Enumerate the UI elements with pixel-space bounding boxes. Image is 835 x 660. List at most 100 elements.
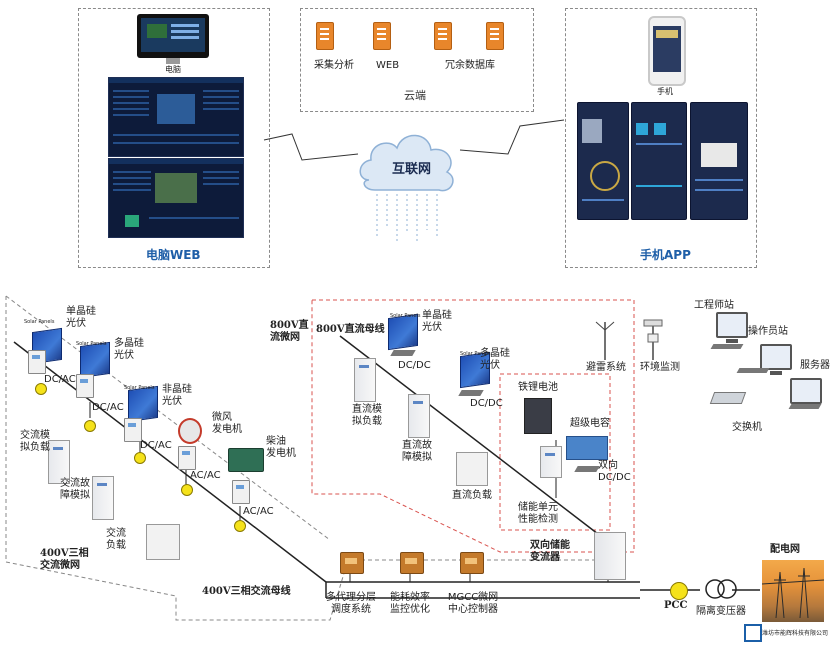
cloud-title: 云端 [404, 89, 426, 102]
lightning-label: 避雷系统 [586, 362, 626, 373]
web-group-box [78, 8, 270, 268]
app-screenshot-3 [690, 102, 748, 220]
dcdc-converter-icon-2 [458, 390, 484, 396]
transformer-icon [705, 579, 737, 599]
dc-fault-cabinet-icon [408, 394, 430, 438]
acac-label-2: AC/AC [243, 506, 274, 517]
phone-label: 手机 [657, 87, 673, 96]
dc-multi-pv-label: 多晶硅 光伏 [480, 348, 510, 371]
ac-sim-load-label: 交流模 拟负载 [20, 430, 50, 453]
collection-server-icon [316, 22, 334, 50]
efficiency-controller-icon [400, 552, 424, 574]
dc-load-label: 直流负载 [452, 490, 492, 501]
env-monitor-icon [643, 319, 663, 360]
dc-grid-title: 800V直 流微网 [270, 320, 309, 343]
dcdc-label-1: DC/DC [398, 360, 431, 371]
ac-fault-cabinet-icon [92, 476, 114, 520]
grid-label: 配电网 [770, 544, 800, 555]
monitor-stand [166, 58, 180, 64]
dcac-inverter-icon-1 [28, 350, 46, 374]
env-label: 环境监测 [640, 362, 680, 373]
app-title: 手机APP [640, 248, 691, 262]
lightning-rod-icon [595, 321, 615, 360]
dispatch-label: 多代理分层 调度系统 [326, 592, 376, 615]
efficiency-label: 能耗效率 监控优化 [390, 592, 430, 615]
acac-converter-icon-2 [232, 480, 250, 504]
database-server-icon-2 [486, 22, 504, 50]
engineer-station-icon [716, 312, 748, 343]
ac-node-3 [134, 452, 146, 464]
diesel-label: 柴油 发电机 [266, 436, 296, 459]
transformer-label: 隔离变压器 [696, 606, 746, 617]
dcdc-label-2: DC/DC [470, 398, 503, 409]
dc-sim-load-cabinet-icon [354, 358, 376, 402]
ac-fault-label: 交流故 障模拟 [60, 478, 90, 501]
ac-node-4 [181, 484, 193, 496]
dc-bus-label: 800V直流母线 [316, 324, 385, 335]
bidir-dcdc-label: 双向 DC/DC [598, 460, 631, 483]
ac-bus-label: 400V三相交流母线 [202, 586, 291, 597]
database-server-icon-1 [434, 22, 452, 50]
supercap-icon [566, 436, 608, 460]
panel-caption-5: Solar Panels [460, 351, 491, 357]
dc-fault-label: 直流故 障模拟 [402, 440, 432, 463]
cloud-group-box [300, 8, 534, 112]
eng-station-label: 工程师站 [694, 300, 734, 311]
mgcc-controller-icon [460, 552, 484, 574]
web-dashboard-screenshot-1 [108, 77, 244, 157]
network-switch-icon [709, 392, 747, 404]
li-battery-rack-icon [524, 398, 552, 434]
dc-microgrid-boundary [311, 299, 635, 553]
dcac-label-3: DC/AC [140, 440, 172, 451]
app-group-box [565, 8, 757, 268]
dispatch-controller-icon [340, 552, 364, 574]
diesel-generator-icon [228, 448, 264, 472]
smartphone-icon [648, 16, 686, 86]
ac-load-label: 交流 负载 [106, 528, 126, 551]
mgcc-label: MGCC微网 中心控制器 [447, 592, 499, 615]
cloud-item-database: 冗余数据库 [445, 60, 495, 71]
app-connection-line [459, 119, 565, 155]
web-title: 电脑WEB [146, 248, 201, 262]
ac-node-2 [84, 420, 96, 432]
company-label: 潍坊市能辉科技有限公司 [762, 630, 829, 637]
switch-label: 交换机 [732, 422, 762, 433]
storage-test-cabinet-icon [540, 446, 562, 478]
dcac-label-2: DC/AC [92, 402, 124, 413]
ac-node-5 [234, 520, 246, 532]
ac-amorphous-pv-label: 非晶硅 光伏 [162, 384, 192, 407]
panel-caption-4: Solar Panels [390, 313, 421, 319]
pcs-cabinet-icon [594, 532, 626, 580]
bidir-dcdc-icon [574, 466, 600, 472]
wind-turbine-icon [178, 418, 202, 444]
dcac-label-1: DC/AC [44, 374, 76, 385]
pcc-label: PCC [664, 600, 688, 611]
internet-cloud-icon [359, 134, 454, 244]
dcac-inverter-icon-2 [76, 374, 94, 398]
panel-caption-1: Solar Panels [24, 319, 55, 325]
computer-label: 电脑 [165, 65, 181, 74]
ac-load-appliance-icon [146, 524, 180, 560]
dc-load-appliance-icon [456, 452, 488, 486]
server-monitor-icon [790, 378, 822, 409]
panel-caption-3: Solar Panels [124, 385, 155, 391]
pcs-label: 双向储能 变流器 [530, 540, 570, 563]
ac-sim-load-cabinet-icon [48, 440, 70, 484]
dc-sim-load-label: 直流模 拟负载 [352, 404, 382, 427]
dcac-inverter-icon-3 [124, 418, 142, 442]
wind-label: 微风 发电机 [212, 412, 242, 435]
dc-mono-pv-label: 单晶硅 光伏 [422, 310, 452, 333]
app-screenshot-2 [631, 102, 687, 220]
ac-bus-line [13, 335, 760, 599]
ac-mono-pv-label: 单晶硅 光伏 [66, 306, 96, 329]
internet-label: 互联网 [392, 162, 432, 177]
ac-multi-pv-label: 多晶硅 光伏 [114, 338, 144, 361]
desktop-monitor-icon [137, 14, 209, 58]
supercap-label: 超级电容 [570, 418, 610, 429]
ac-node-1 [35, 383, 47, 395]
server-keyboard-icon [788, 404, 822, 409]
company-logo-icon [744, 624, 762, 642]
server-label: 服务器 [800, 360, 830, 371]
ac-grid-title: 400V三相 交流微网 [40, 548, 89, 571]
cloud-item-web: WEB [376, 60, 400, 71]
